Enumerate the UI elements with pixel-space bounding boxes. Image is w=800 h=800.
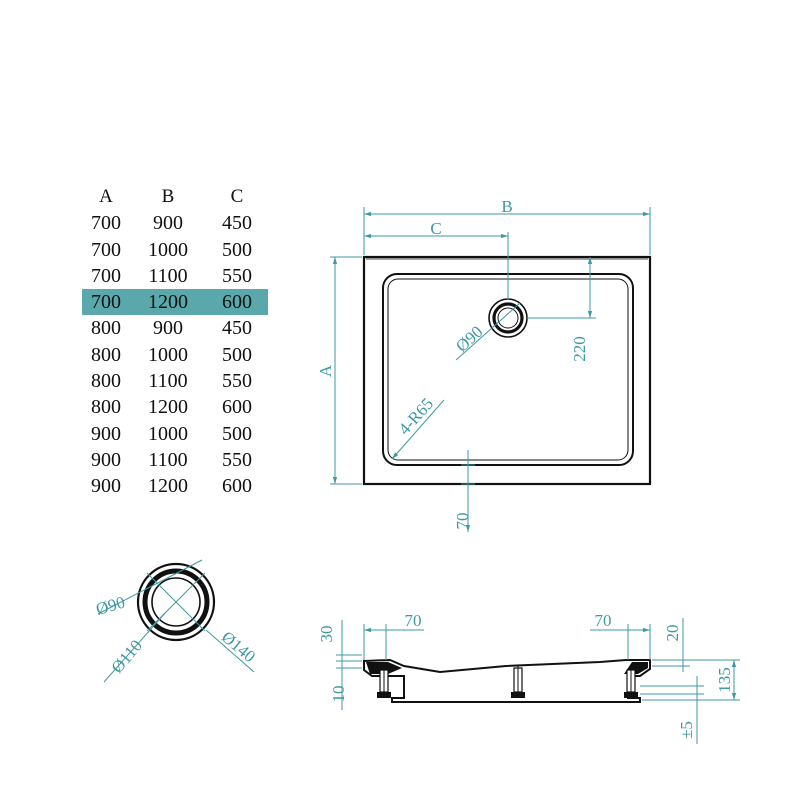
table-row: 900 1000 500 <box>82 421 268 447</box>
cell-a: 700 <box>91 238 121 261</box>
dim-c-label: C <box>430 219 441 238</box>
section-left-70-label: 70 <box>405 611 422 630</box>
section-20-label: 20 <box>663 625 682 642</box>
cell-a: 900 <box>91 422 121 445</box>
cell-b: 1200 <box>130 289 206 316</box>
drain-detail-diagonal-b <box>146 572 206 632</box>
section-135-label: 135 <box>715 667 734 693</box>
dim-a-label: A <box>316 364 335 377</box>
drain-detail-110-leader <box>103 611 167 683</box>
drain-detail-90-label: Ø90 <box>94 593 127 619</box>
drain-detail-110-label: Ø110 <box>108 636 146 677</box>
header-a: A <box>99 186 113 207</box>
table-row: 900 1100 550 <box>82 447 268 473</box>
table-row: 800 1200 600 <box>82 394 268 420</box>
table-row: 900 1200 600 <box>82 473 268 499</box>
cell-b: 1200 <box>148 475 188 498</box>
cell-c: 500 <box>222 238 252 261</box>
cell-a: 800 <box>91 396 121 419</box>
cell-c: 550 <box>222 370 252 393</box>
section-body <box>363 658 651 703</box>
corner-radius-leader <box>391 399 445 460</box>
right-foot <box>624 668 638 698</box>
cell-a: 800 <box>91 370 121 393</box>
section-adjust-label: ±5 <box>677 721 696 739</box>
drain-detail-view: Ø90 Ø110 Ø140 <box>94 559 259 683</box>
cell-b: 900 <box>153 317 183 340</box>
drain-diameter-label: Ø90 <box>452 322 486 356</box>
section-view: 70 70 30 10 20 135 ±5 <box>317 611 740 744</box>
cell-b: 1100 <box>148 264 188 287</box>
cell-c: 600 <box>222 396 252 419</box>
cell-a: 800 <box>91 343 121 366</box>
drain-detail-140-label: Ø140 <box>218 627 259 666</box>
cell-c: 550 <box>222 264 252 287</box>
cell-b: 1000 <box>148 422 188 445</box>
cell-c: 600 <box>206 289 268 316</box>
header-b: B <box>161 186 175 207</box>
cell-b: 900 <box>153 212 183 235</box>
cell-b: 1000 <box>148 238 188 261</box>
drain-outer-ring <box>136 562 216 642</box>
cell-c: 600 <box>222 475 252 498</box>
drain-detail-90-leader <box>97 559 203 615</box>
drain-hole <box>488 298 528 338</box>
dim-220-label: 220 <box>570 336 589 362</box>
size-table-header: A B C <box>82 184 268 210</box>
section-10-label: 10 <box>329 686 348 703</box>
plan-view: B C A 220 Ø90 4-R65 70 <box>316 197 652 532</box>
section-right-70-label: 70 <box>595 611 612 630</box>
drain-middle-ring <box>142 568 210 636</box>
cell-c: 450 <box>222 317 252 340</box>
cell-a: 800 <box>91 317 121 340</box>
cell-b: 1100 <box>148 370 188 393</box>
table-row: 700 900 450 <box>82 210 268 236</box>
dim-70-label: 70 <box>453 513 472 530</box>
dim-b-label: B <box>501 197 512 216</box>
tray-outer-outline <box>362 255 652 486</box>
cell-c: 500 <box>222 343 252 366</box>
drain-detail-140-leader <box>205 629 255 673</box>
section-30-label: 30 <box>317 626 336 643</box>
table-row: 800 1100 550 <box>82 368 268 394</box>
cell-c: 550 <box>222 448 252 471</box>
table-row: 700 1000 500 <box>82 237 268 263</box>
cell-a: 700 <box>91 212 121 235</box>
cell-a: 700 <box>82 289 130 316</box>
cell-a: 900 <box>91 475 121 498</box>
table-row: 800 900 450 <box>82 315 268 341</box>
drain-inner-ring <box>151 577 201 627</box>
table-row: 800 1000 500 <box>82 342 268 368</box>
cell-b: 1100 <box>148 448 188 471</box>
cell-a: 700 <box>91 264 121 287</box>
cell-b: 1200 <box>148 396 188 419</box>
cell-a: 900 <box>91 448 121 471</box>
cell-b: 1000 <box>148 343 188 366</box>
table-row: 700 1100 550 <box>82 263 268 289</box>
left-foot <box>377 668 391 698</box>
tray-inner-basin-inner-line <box>387 278 629 461</box>
cell-c: 500 <box>222 422 252 445</box>
header-c: C <box>230 186 244 207</box>
center-foot <box>511 666 525 698</box>
cell-c: 450 <box>222 212 252 235</box>
size-table: A B C 700 900 450 700 1000 500 700 1100 550 70… <box>82 184 268 500</box>
drain-diameter-leader <box>455 302 521 361</box>
